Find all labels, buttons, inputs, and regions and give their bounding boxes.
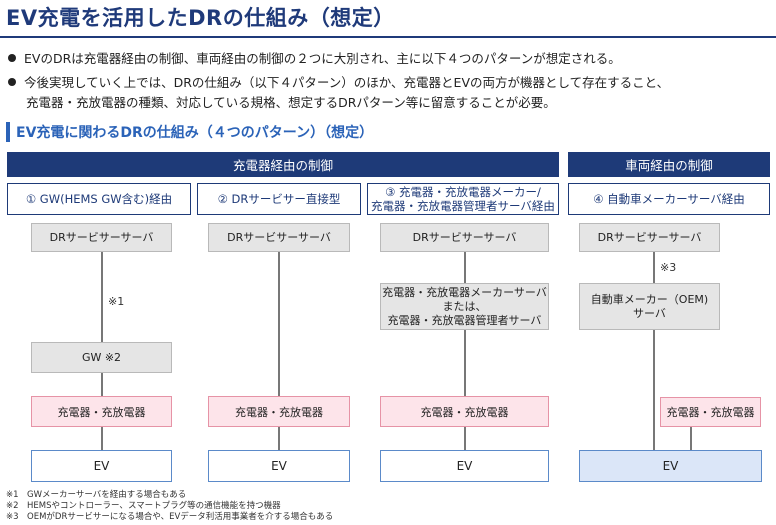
pattern-1-ev: EV	[31, 450, 172, 482]
pattern-4-oem-server: 自動車メーカー（OEM) サーバ	[579, 283, 720, 330]
subtitle-accent-bar	[6, 122, 10, 142]
pattern-4-header: ④ 自動車メーカーサーバ経由	[568, 183, 770, 215]
pattern-3-maker-line3: 充電器・充放電器管理者サーバ	[387, 313, 542, 327]
group-header-vehicle: 車両経由の制御	[568, 152, 770, 177]
bullet-2-continuation: 充電器・充放電器の種類、対応している規格、想定するDRパターン等に留意することが…	[26, 95, 556, 110]
pattern-3-header-line2: 充電器・充放電器管理者サーバ経由	[371, 199, 555, 213]
pattern-4-oem-line2: サーバ	[633, 306, 666, 320]
connector-line-2	[278, 252, 280, 450]
connector-line-3	[464, 252, 466, 450]
pattern-1-charger: 充電器・充放電器	[31, 396, 172, 427]
pattern-1-note: ※1	[108, 295, 125, 308]
pattern-1-header: ① GW(HEMS GW含む)経由	[7, 183, 191, 215]
pattern-4-dr-server: DRサービサーサーバ	[579, 223, 720, 252]
pattern-3-maker-line1: 充電器・充放電器メーカーサーバ	[382, 285, 547, 299]
pattern-3-maker-server: 充電器・充放電器メーカーサーバ または、 充電器・充放電器管理者サーバ	[380, 283, 549, 330]
pattern-3-header: ③ 充電器・充放電器メーカー/ 充電器・充放電器管理者サーバ経由	[367, 183, 559, 215]
pattern-3-charger: 充電器・充放電器	[380, 396, 549, 427]
footnote-3: ※3 OEMがDRサービサーになる場合や、EVデータ利活用事業者を介する場合もあ…	[6, 512, 334, 522]
pattern-2-charger: 充電器・充放電器	[208, 396, 350, 427]
title-divider	[0, 36, 776, 38]
pattern-3-header-line1: ③ 充電器・充放電器メーカー/	[385, 185, 541, 199]
pattern-4-note: ※3	[660, 261, 677, 274]
pattern-2-header: ② DRサービサー直接型	[197, 183, 361, 215]
bullet-2: 今後実現していく上では、DRの仕組み（以下４パターン）のほか、充電器とEVの両方…	[8, 73, 669, 92]
pattern-3-ev: EV	[380, 450, 549, 482]
footnote-1: ※1 GWメーカーサーバを経由する場合もある	[6, 490, 187, 500]
pattern-1-dr-server: DRサービサーサーバ	[31, 223, 172, 252]
bullet-1-text: EVのDRは充電器経由の制御、車両経由の制御の２つに大別され、主に以下４つのパタ…	[24, 51, 621, 66]
pattern-4-oem-line1: 自動車メーカー（OEM)	[590, 292, 709, 306]
pattern-3-maker-line2: または、	[442, 299, 487, 313]
group-header-charger: 充電器経由の制御	[7, 152, 559, 177]
bullet-dot-icon	[8, 54, 16, 62]
connector-line-4-charger	[690, 427, 692, 450]
pattern-2-ev: EV	[208, 450, 350, 482]
bullet-2-text: 今後実現していく上では、DRの仕組み（以下４パターン）のほか、充電器とEVの両方…	[24, 75, 670, 90]
pattern-2-dr-server: DRサービサーサーバ	[208, 223, 350, 252]
page-title: EV充電を活用したDRの仕組み（想定）	[6, 6, 395, 30]
bullet-dot-icon	[8, 78, 16, 86]
connector-line-4	[653, 252, 655, 450]
bullet-1: EVのDRは充電器経由の制御、車両経由の制御の２つに大別され、主に以下４つのパタ…	[8, 49, 621, 68]
pattern-3-dr-server: DRサービサーサーバ	[380, 223, 549, 252]
pattern-1-gateway: GW ※2	[31, 342, 172, 373]
footnote-2: ※2 HEMSやコントローラー、スマートプラグ等の通信機能を持つ機器	[6, 501, 281, 511]
pattern-4-charger: 充電器・充放電器	[660, 397, 761, 427]
pattern-4-ev: EV	[579, 450, 762, 482]
diagram-subtitle: EV充電に関わるDRの仕組み（４つのパターン）（想定）	[16, 125, 374, 141]
